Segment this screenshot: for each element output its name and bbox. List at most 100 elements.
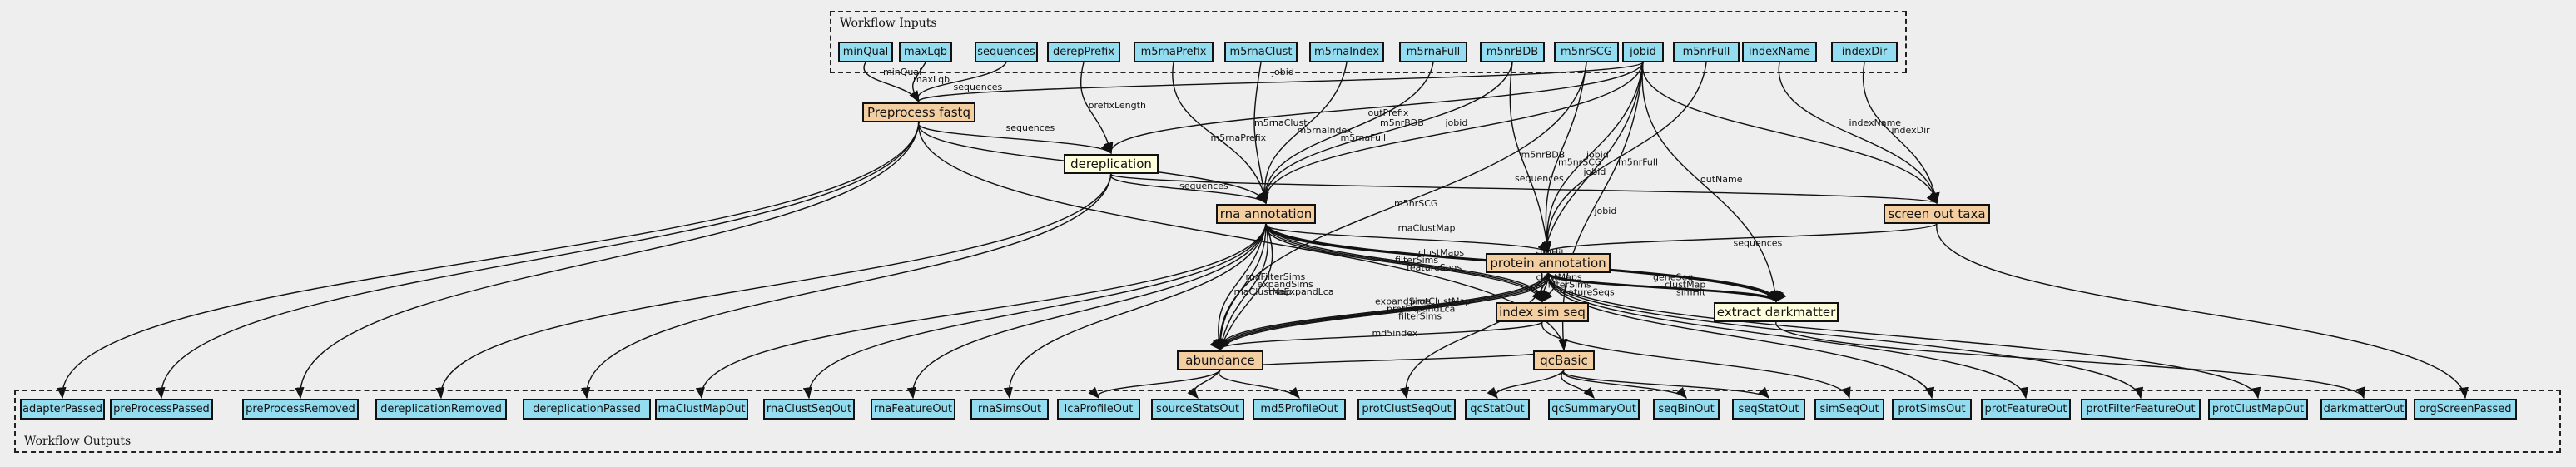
edge-input-jobid-to-subworkflow-dereplication [1104,62,1644,155]
output-seqbinout[interactable]: seqBinOut [1653,399,1720,420]
input-indexname[interactable]: indexName [1742,42,1817,62]
edge-input-jobid-to-step-qcbasic [1558,62,1644,351]
step-abundance[interactable]: abundance [1177,350,1263,370]
output-rnaclustseqout[interactable]: rnaClustSeqOut [763,399,855,420]
output-simseqout[interactable]: simSeqOut [1814,399,1884,420]
edge-input-m5nrfull-to-step-protein-annotation [1541,62,1707,254]
edge-step-preprocess-fastq-to-output-preprocessremoved [295,122,920,400]
output-lcaprofileout[interactable]: lcaProfileOut [1057,399,1140,420]
edge-label: expandSims [1375,296,1432,307]
output-protclustseqout[interactable]: protClustSeqOut [1357,399,1456,420]
edge-input-m5nrbdb-to-step-rna-annotation [1259,62,1513,205]
edge-label: jobid [1586,150,1609,161]
step-protein-annotation[interactable]: protein annotation [1486,253,1611,273]
output-protclustmapout[interactable]: protClustMapOut [2208,399,2308,420]
edge-input-jobid-to-step-protein-annotation [1541,62,1644,254]
edge-label: protClustMap [1410,296,1471,307]
edge-label: indexName [1849,117,1902,128]
edge-step-rna-annotation-to-output-rnaclustseqout [802,223,1267,400]
input-m5nrscg[interactable]: m5nrSCG [1554,42,1619,62]
output-qcstatout[interactable]: qcStatOut [1465,399,1530,420]
outputs-cluster-label: Workflow Outputs [24,435,132,448]
input-maxlqb[interactable]: maxLqb [899,42,952,62]
input-m5rnaclust[interactable]: m5rnaClust [1224,42,1298,62]
edge-step-index-sim-seq-to-output-simseqout [1541,321,1851,400]
output-preprocessremoved[interactable]: preProcessRemoved [242,399,359,420]
output-rnafeatureout[interactable]: rnaFeatureOut [871,399,955,420]
input-minqual[interactable]: minQual [838,42,893,62]
edge-input-m5nrscg-to-step-protein-annotation [1541,62,1587,254]
subworkflow-dereplication[interactable]: dereplication [1064,154,1159,174]
edge-label: m5rnaIndex [1298,125,1353,136]
output-orgscreenpassed[interactable]: orgScreenPassed [2414,399,2517,420]
edge-label: simHit [1676,287,1706,298]
output-qcsummaryout[interactable]: qcSummaryOut [1548,399,1640,420]
output-protfeatureout[interactable]: protFeatureOut [1981,399,2071,420]
step-index-sim-seq[interactable]: index sim seq [1496,302,1589,322]
edge-label: featureSeqs [1560,287,1615,298]
output-row: adapterPassed preProcessPassed preProces… [0,399,2576,420]
input-m5rnaindex[interactable]: m5rnaIndex [1309,42,1384,62]
input-indexdir[interactable]: indexDir [1831,42,1898,62]
edge-step-rna-annotation-to-output-rnaclustmapout [695,223,1267,400]
edge-step-protein-annotation-to-step-abundance [1215,272,1549,351]
input-sequences[interactable]: sequences [975,42,1038,62]
output-darkmatterout[interactable]: darkmatterOut [2320,399,2407,420]
step-rna-annotation[interactable]: rna annotation [1216,204,1316,224]
edge-input-m5rnaclust-to-step-rna-annotation [1253,62,1269,205]
edge-subworkflow-dereplication-to-step-rna-annotation [1109,173,1267,205]
edge-label: outName [1700,174,1743,185]
edge-step-rna-annotation-to-step-protein-annotation [1265,223,1549,254]
edge-label: jobid [1445,117,1468,128]
edge-input-jobid-to-step-screen-out-taxa [1642,62,1940,205]
edge-label: rnaClustMap [1398,223,1456,234]
edge-label: sequences [1179,181,1228,191]
edge-subworkflow-extract-darkmatter-to-output-darkmatterout [1775,321,2365,400]
input-m5nrfull[interactable]: m5nrFull [1673,42,1740,62]
edge-label: sequences [1734,238,1783,249]
step-screen-out-taxa[interactable]: screen out taxa [1884,204,1990,224]
edge-label: m5nrSCG [1394,198,1437,209]
edge-label: prefixLength [1089,100,1146,111]
subworkflow-extract-darkmatter[interactable]: extract darkmatter [1714,302,1839,322]
edge-step-abundance-to-output-sourcestatsout [1187,370,1221,400]
output-preprocesspassed[interactable]: preProcessPassed [110,399,213,420]
edge-input-jobid-to-step-rna-annotation [1259,62,1644,205]
input-jobid[interactable]: jobid [1622,42,1664,62]
output-rnasimsout[interactable]: rnaSimsOut [970,399,1049,420]
edge-input-jobid-to-subworkflow-extract-darkmatter [1641,62,1780,303]
edge-step-protein-annotation-to-step-abundance [1219,272,1549,351]
edge-label: geneSeq [1653,272,1693,283]
step-preprocess-fastq[interactable]: Preprocess fastq [862,102,975,122]
edge-input-m5rnaindex-to-step-rna-annotation [1259,62,1348,205]
edge-input-m5rnaprefix-to-step-rna-annotation [1172,62,1269,205]
step-qcbasic[interactable]: qcBasic [1533,350,1595,370]
edge-step-qcbasic-to-output-seqstatout [1563,370,1769,400]
output-protsimsout[interactable]: protSimsOut [1892,399,1972,420]
edge-input-m5rnafull-to-step-rna-annotation [1259,62,1434,205]
input-m5nrbdb[interactable]: m5nrBDB [1480,42,1545,62]
input-m5rnafull[interactable]: m5rnaFull [1399,42,1467,62]
output-protfilterfeatureout[interactable]: protFilterFeatureOut [2081,399,2201,420]
edge-step-index-sim-seq-to-step-abundance [1209,321,1543,351]
edge-label: m5nrBDB [1380,117,1424,128]
edge-label: indexDir [1892,125,1931,136]
output-sourcestatsout[interactable]: sourceStatsOut [1151,399,1244,420]
edge-step-protein-annotation-to-output-protfilterfeatureout [1547,272,2144,400]
output-dereplicationremoved[interactable]: dereplicationRemoved [375,399,507,420]
input-derepprefix[interactable]: derepPrefix [1047,42,1120,62]
edge-subworkflow-dereplication-to-output-dereplicationpassed [581,173,1112,400]
edge-step-rna-annotation-to-output-rnasimsout [1003,223,1267,400]
edge-label: sequences [954,82,1003,92]
output-rnaclustmapout[interactable]: rnaClustMapOut [655,399,748,420]
edge-input-jobid-to-step-preprocess-fastq [909,62,1644,103]
output-adapterpassed[interactable]: adapterPassed [20,399,105,420]
output-dereplicationpassed[interactable]: dereplicationPassed [523,399,651,420]
edge-label: featureSeqs [1407,262,1462,273]
input-m5rnaprefix[interactable]: m5rnaPrefix [1134,42,1214,62]
output-md5profileout[interactable]: md5ProfileOut [1253,399,1346,420]
edge-step-preprocess-fastq-to-output-preprocesspassed [156,122,920,400]
output-seqstatout[interactable]: seqStatOut [1732,399,1805,420]
edge-step-rna-annotation-to-step-abundance [1217,223,1268,351]
